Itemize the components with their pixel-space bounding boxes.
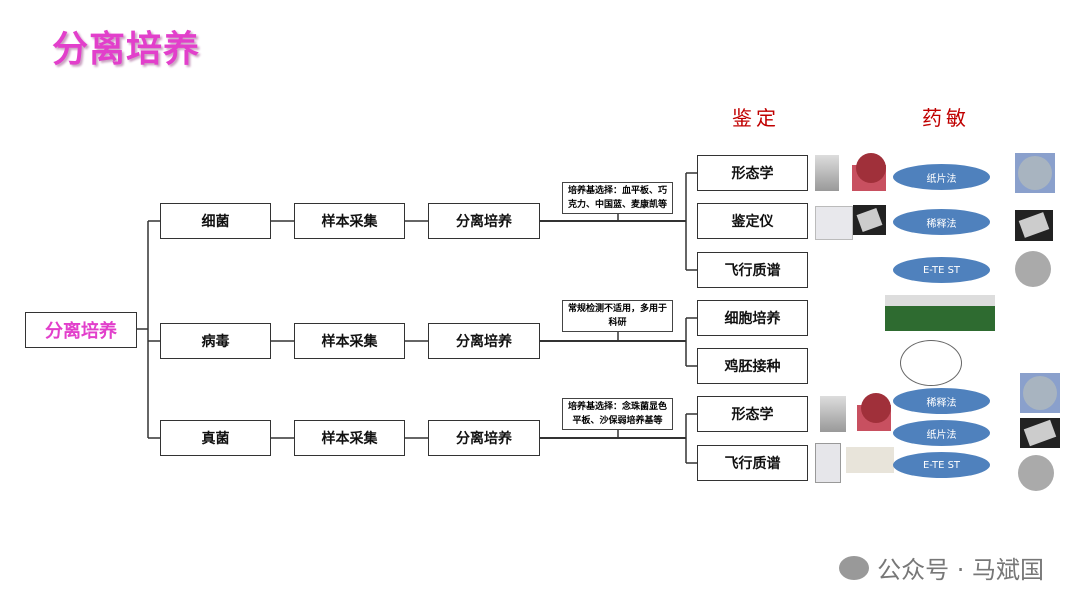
maldi-tof-instrument-image [815,443,841,483]
medium-note: 培养基选择：念珠菌显色平板、沙保弱培养基等 [562,398,673,430]
sample-node: 样本采集 [294,420,405,456]
microscope-image [815,155,839,191]
root-node: 分离培养 [25,312,137,348]
type-bacteria: 细菌 [160,203,271,239]
ast-method-etest: E-TE ST [893,452,990,478]
method-node: 鸡胚接种 [697,348,808,384]
ast-method-dilution: 稀释法 [893,209,990,235]
method-node: 鉴定仪 [697,203,808,239]
microscope-image [820,396,846,432]
type-fungi: 真菌 [160,420,271,456]
wechat-icon [839,555,870,580]
test-card-image [1020,418,1060,448]
watermark: 公众号 · 马斌国 [839,550,1044,585]
culture-node: 分离培养 [428,420,540,456]
etest-plate-image [1015,251,1051,287]
disk-plate-image [1015,153,1055,193]
test-card-image [1015,210,1053,241]
disk-plate-image [1020,373,1060,413]
medium-note: 常规检测不适用，多用于科研 [562,300,673,332]
page-title: 分离培养 [52,29,201,70]
ast-method-disk: 纸片法 [893,164,990,190]
test-card-image [853,205,886,235]
ast-method-etest: E-TE ST [893,257,990,283]
identify-header: 鉴定 [732,106,780,130]
culture-node: 分离培养 [428,323,540,359]
ast-method-disk: 纸片法 [893,420,990,446]
culture-node: 分离培养 [428,203,540,239]
cell-culture-images [885,295,995,331]
method-node: 飞行质谱 [697,252,808,288]
etest-plate-image [1018,455,1054,491]
method-node: 形态学 [697,155,808,191]
sample-node: 样本采集 [294,203,405,239]
method-node: 细胞培养 [697,300,808,336]
type-virus: 病毒 [160,323,271,359]
blood-plate-image [852,153,886,191]
identifier-instrument-image [815,206,853,240]
susceptibility-header: 药敏 [922,106,970,130]
ast-method-dilution: 稀释法 [893,388,990,414]
chick-embryo-diagram [900,340,962,386]
sample-node: 样本采集 [294,323,405,359]
medium-note: 培养基选择：血平板、巧克力、中国蓝、麦康凯等 [562,182,673,214]
watermark-text: 公众号 · 马斌国 [877,556,1044,584]
method-node: 形态学 [697,396,808,432]
blood-plate-image [857,393,891,431]
method-node: 飞行质谱 [697,445,808,481]
mass-spectrum-image [846,447,894,473]
